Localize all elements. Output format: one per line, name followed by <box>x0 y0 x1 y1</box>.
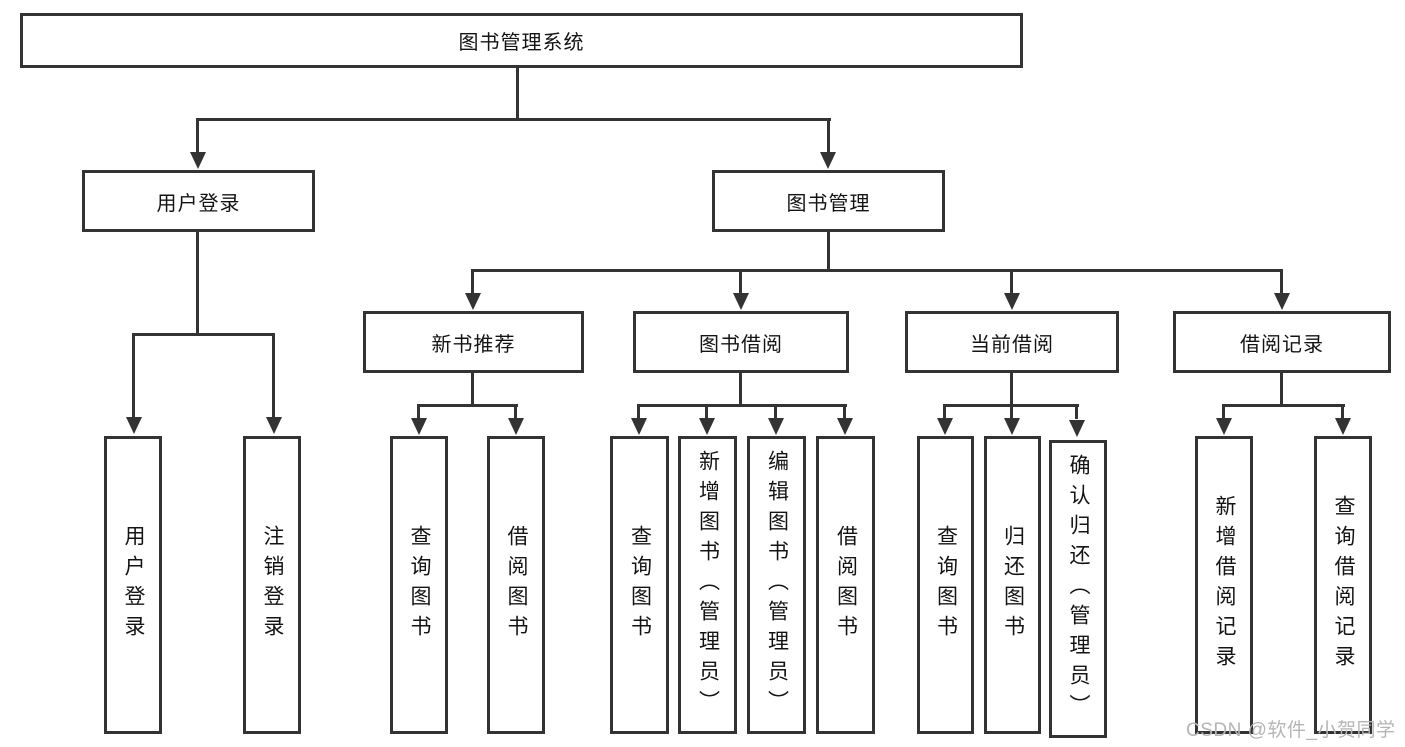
arrow-down-icon <box>190 152 206 169</box>
connector-line <box>843 404 846 419</box>
arrow-down-icon <box>1004 418 1020 435</box>
leaf-user-login: 用户登录 <box>104 436 162 734</box>
connector-line <box>1280 373 1283 407</box>
node-root-system: 图书管理系统 <box>20 13 1023 68</box>
connector-line <box>827 232 830 272</box>
leaf-edit-books-admin: 编辑图书（管理员） <box>747 436 806 734</box>
arrow-down-icon <box>266 417 282 434</box>
node-current-borrow: 当前借阅 <box>905 311 1119 373</box>
arrow-down-icon <box>411 418 427 435</box>
arrow-down-icon <box>820 152 836 169</box>
connector-line <box>774 404 777 419</box>
connector-line <box>196 232 199 335</box>
connector-line <box>1075 404 1078 419</box>
connector-line <box>739 373 742 407</box>
node-borrow-records: 借阅记录 <box>1173 311 1391 373</box>
leaf-borrow-books-2: 借阅图书 <box>816 436 875 734</box>
node-user-login: 用户登录 <box>82 170 315 232</box>
connector-line <box>196 118 199 156</box>
leaf-borrow-books-1: 借阅图书 <box>487 436 545 734</box>
connector-line <box>514 404 517 419</box>
arrow-down-icon <box>126 417 142 434</box>
leaf-query-borrow-record: 查询借阅记录 <box>1314 436 1372 734</box>
node-book-borrow: 图书借阅 <box>633 311 849 373</box>
arrow-down-icon <box>937 418 953 435</box>
connector-line <box>417 404 420 419</box>
arrow-down-icon <box>1004 293 1020 310</box>
leaf-add-books-admin: 新增图书（管理员） <box>678 436 737 734</box>
arrow-down-icon <box>465 293 481 310</box>
arrow-down-icon <box>1069 420 1085 437</box>
leaf-logout: 注销登录 <box>243 436 301 734</box>
leaf-query-books-1: 查询图书 <box>390 436 448 734</box>
connector-line <box>417 404 518 407</box>
connector-line <box>1010 404 1013 419</box>
node-new-book-recommend: 新书推荐 <box>363 311 584 373</box>
connector-line <box>133 333 275 336</box>
arrow-down-icon <box>631 418 647 435</box>
connector-line <box>1222 404 1225 419</box>
connector-line <box>471 269 474 296</box>
leaf-query-books-3: 查询图书 <box>917 436 974 734</box>
connector-line <box>516 68 519 120</box>
arrow-down-icon <box>768 418 784 435</box>
connector-line <box>705 404 708 419</box>
csdn-watermark: CSDN @软件_小贺同学 <box>1186 720 1396 741</box>
arrow-down-icon <box>699 418 715 435</box>
connector-line <box>739 269 742 296</box>
arrow-down-icon <box>1216 418 1232 435</box>
connector-line <box>827 118 830 156</box>
connector-line <box>132 333 135 419</box>
connector-line <box>1010 269 1013 296</box>
arrow-down-icon <box>1274 293 1290 310</box>
connector-line <box>197 118 831 121</box>
connector-line <box>471 269 1283 272</box>
arrow-down-icon <box>508 418 524 435</box>
leaf-query-books-2: 查询图书 <box>610 436 669 734</box>
connector-line <box>943 404 946 419</box>
connector-line <box>1280 269 1283 296</box>
leaf-add-borrow-record: 新增借阅记录 <box>1195 436 1253 734</box>
leaf-return-books: 归还图书 <box>984 436 1041 734</box>
connector-line <box>272 333 275 419</box>
arrow-down-icon <box>1335 418 1351 435</box>
arrow-down-icon <box>837 418 853 435</box>
connector-line <box>1341 404 1344 419</box>
connector-line <box>471 373 474 407</box>
connector-line <box>637 404 847 407</box>
connector-line <box>1222 404 1345 407</box>
connector-line <box>1010 373 1013 407</box>
connector-line <box>637 404 640 419</box>
leaf-confirm-return-admin: 确认归还（管理员） <box>1049 440 1107 738</box>
node-book-management: 图书管理 <box>712 170 945 232</box>
arrow-down-icon <box>733 293 749 310</box>
